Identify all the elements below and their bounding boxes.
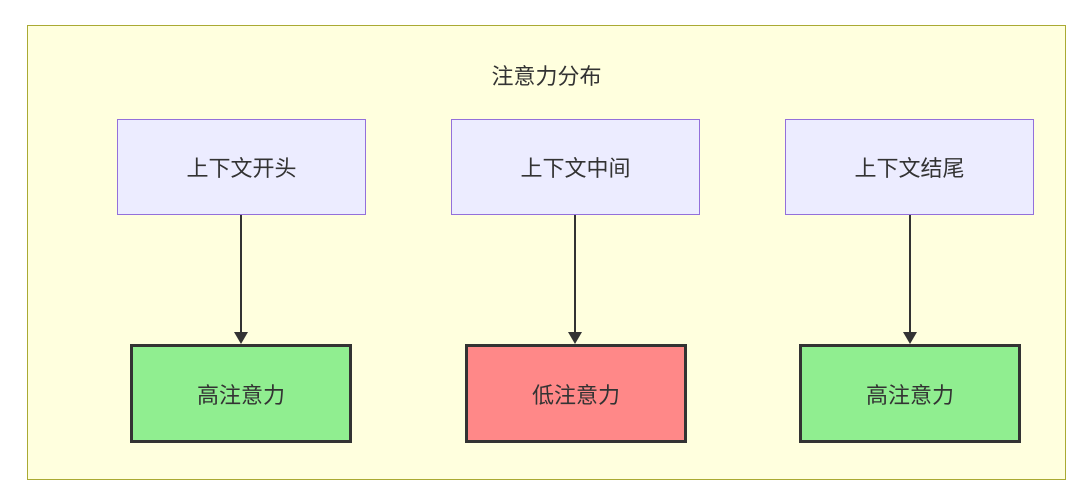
arrowhead-icon — [234, 332, 248, 344]
node-label: 上下文中间 — [520, 156, 631, 181]
arrow-shaft — [240, 215, 242, 333]
node-high-attention-left: 高注意力 — [130, 344, 352, 443]
arrow-down-icon — [902, 215, 918, 344]
node-label: 低注意力 — [531, 382, 620, 408]
node-label: 上下文结尾 — [854, 156, 965, 181]
arrow-down-icon — [567, 215, 583, 344]
node-high-attention-right: 高注意力 — [799, 344, 1021, 443]
arrow-shaft — [574, 215, 576, 333]
node-context-beginning: 上下文开头 — [117, 119, 366, 215]
diagram-title: 注意力分布 — [491, 64, 602, 89]
arrow-down-icon — [233, 215, 249, 344]
node-label: 上下文开头 — [186, 156, 297, 181]
node-low-attention-middle: 低注意力 — [465, 344, 687, 443]
arrowhead-icon — [568, 332, 582, 344]
node-context-end: 上下文结尾 — [785, 119, 1034, 215]
arrowhead-icon — [903, 332, 917, 344]
node-context-middle: 上下文中间 — [451, 119, 700, 215]
node-label: 高注意力 — [865, 382, 954, 408]
arrow-shaft — [909, 215, 911, 333]
node-label: 高注意力 — [196, 382, 285, 408]
attention-distribution-container: 注意力分布 上下文开头 高注意力 上下文中间 低注意力 上下文结尾 — [27, 25, 1066, 480]
